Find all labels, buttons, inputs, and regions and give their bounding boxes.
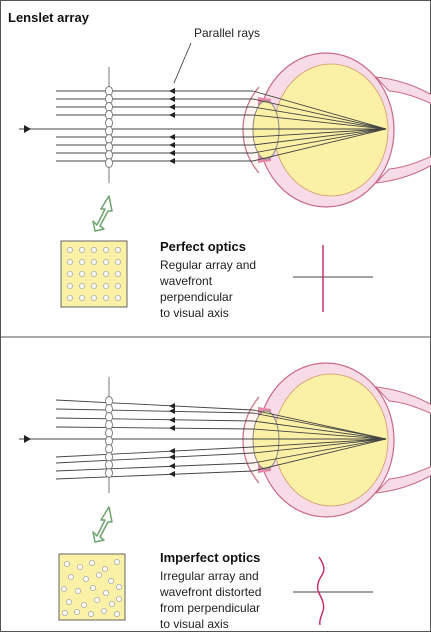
lenslet-array-bottom <box>105 377 113 493</box>
optic-nerve-top-lower <box>374 155 431 184</box>
perfect-optics-line-4: to visual axis <box>160 306 229 320</box>
eye-bottom <box>242 362 431 518</box>
arrowheads-top <box>169 88 175 164</box>
eye-top <box>242 52 431 208</box>
down-arrow-top <box>92 195 113 232</box>
optic-nerve-top-upper <box>374 76 431 105</box>
spot-pattern-irregular <box>58 553 126 621</box>
wavefront-imperfect <box>293 556 373 626</box>
arrowheads-bottom <box>169 403 175 477</box>
perfect-optics-line-2: wavefront <box>159 274 213 288</box>
imperfect-optics-line-1: Irregular array and <box>160 569 259 583</box>
perfect-optics-line-1: Regular array and <box>160 258 256 272</box>
axis-arrow-bottom <box>24 435 31 443</box>
imperfect-optics-heading: Imperfect optics <box>160 550 260 565</box>
optic-nerve-bottom-lower <box>374 465 431 494</box>
perfect-optics-heading: Perfect optics <box>160 239 246 254</box>
rays-bottom <box>19 399 387 480</box>
down-arrow-bottom <box>92 506 113 543</box>
top-panel: Perfect optics Regular array and wavefro… <box>19 52 431 320</box>
lenslet-array-top <box>105 67 113 183</box>
bottom-panel: Imperfect optics Irregular array and wav… <box>19 362 431 631</box>
parallel-rays-leader <box>173 42 192 84</box>
diagram-title: Lenslet array <box>8 10 90 25</box>
rays-top <box>19 90 387 162</box>
spot-pattern-regular <box>60 240 128 308</box>
parallel-rays-label: Parallel rays <box>194 26 260 40</box>
perfect-optics-line-3: perpendicular <box>160 290 233 304</box>
wavefront-perfect <box>293 245 373 312</box>
imperfect-optics-line-2: wavefront distorted <box>159 585 261 599</box>
imperfect-optics-line-3: from perpendicular <box>160 601 260 615</box>
crystalline-lens-bottom <box>252 410 280 470</box>
imperfect-optics-line-4: to visual axis <box>160 617 229 631</box>
axis-arrow-top <box>24 125 31 133</box>
optic-nerve-bottom-upper <box>374 386 431 415</box>
cornea-top <box>242 86 260 174</box>
